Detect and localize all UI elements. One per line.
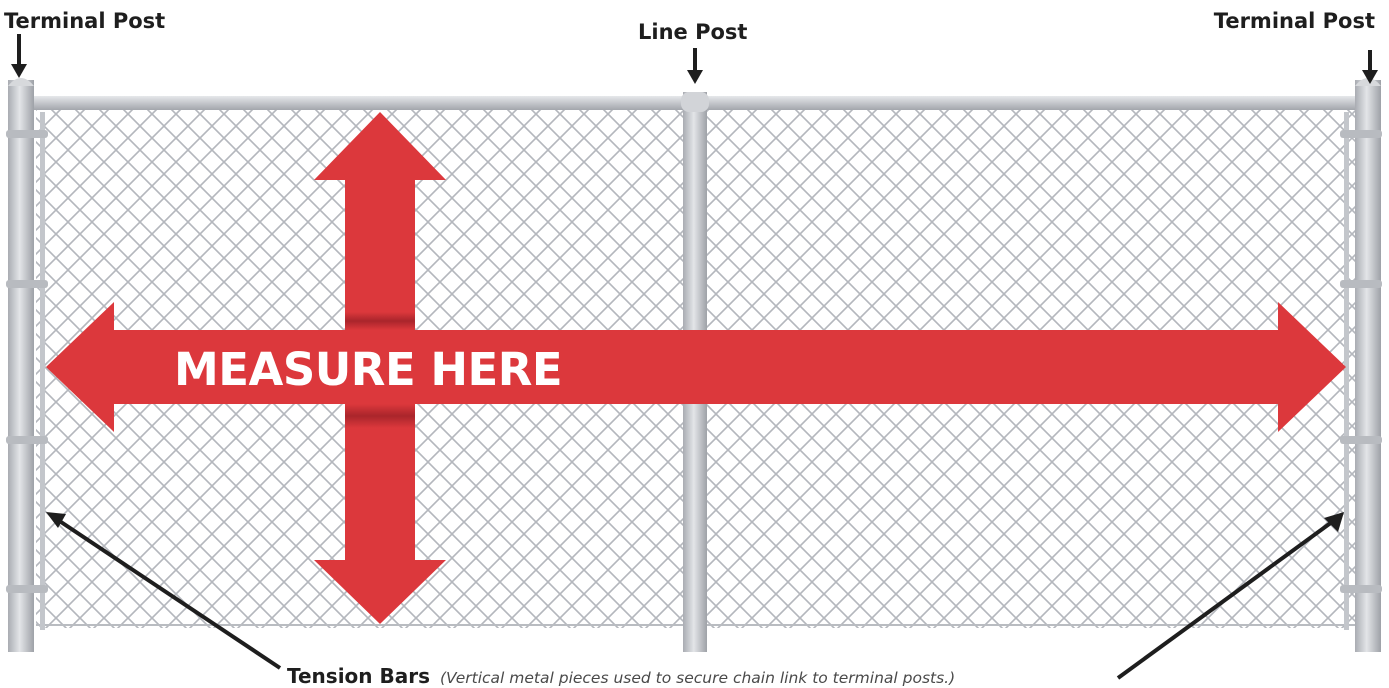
line-post-label: Line Post [638, 20, 748, 44]
down-arrow-icon [11, 34, 27, 78]
tension-bar-left [40, 112, 45, 630]
tension-bar-pointer-right [1116, 512, 1344, 680]
horizontal-measure-arrow [46, 302, 1346, 432]
terminal-post-left-label: Terminal Post [4, 9, 166, 33]
terminal-post-right [1340, 78, 1382, 652]
tension-bar-right [1344, 112, 1349, 630]
tension-bar-pointer-left [46, 512, 282, 670]
down-arrow-icon [687, 48, 703, 84]
tension-bars-label: Tension Bars [287, 664, 430, 688]
terminal-post-right-label: Terminal Post [1213, 9, 1375, 33]
terminal-post-left [6, 78, 48, 652]
tension-bars-note: (Vertical metal pieces used to secure ch… [440, 669, 956, 687]
down-arrow-icon [1362, 50, 1378, 84]
arrow-crossing-shadow-bottom [345, 404, 415, 428]
arrow-crossing-shadow-top [345, 312, 415, 330]
measure-here-label: MEASURE HERE [174, 343, 563, 396]
tension-bars-caption: Tension Bars (Vertical metal pieces used … [287, 666, 955, 687]
